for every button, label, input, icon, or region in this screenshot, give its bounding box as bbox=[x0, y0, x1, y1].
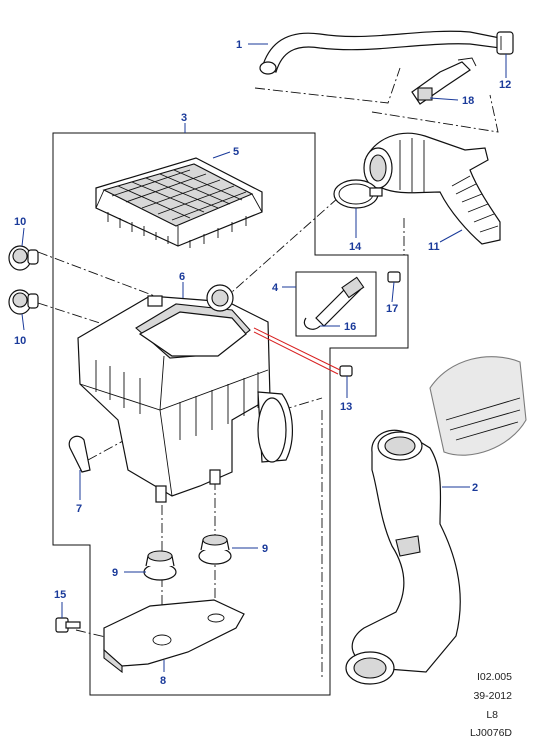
intake-sensor-part bbox=[315, 276, 365, 327]
callout-10-lower: 10 bbox=[14, 335, 26, 347]
rubber-mount-left bbox=[143, 550, 177, 581]
mount-grommet-upper bbox=[8, 245, 39, 271]
callout-17: 17 bbox=[386, 303, 398, 315]
callout-13: 13 bbox=[340, 401, 352, 413]
callout-10-upper: 10 bbox=[14, 216, 26, 228]
maf-sensor-part bbox=[411, 57, 477, 105]
callout-18: 18 bbox=[462, 95, 474, 107]
highlight-lines bbox=[253, 327, 341, 375]
mount-grommet-lower bbox=[8, 289, 39, 315]
leader-lines bbox=[21, 43, 507, 672]
hose-clip-part bbox=[496, 31, 514, 55]
reference-code-2: 39-2012 bbox=[473, 690, 512, 702]
callout-labels: 1 2 3 4 5 6 7 8 9 9 10 10 11 12 13 14 15… bbox=[14, 39, 511, 687]
sensor-screw-part bbox=[387, 271, 401, 283]
callout-14: 14 bbox=[349, 241, 362, 253]
assembly-frame bbox=[52, 132, 409, 696]
mounting-bracket-part bbox=[103, 599, 245, 674]
air-cleaner-housing-part bbox=[77, 284, 293, 503]
callout-2: 2 bbox=[472, 482, 478, 494]
callout-9-right: 9 bbox=[262, 543, 268, 555]
intake-duct-part bbox=[363, 132, 501, 245]
callout-3: 3 bbox=[181, 112, 187, 124]
callout-16: 16 bbox=[344, 321, 356, 333]
hose-clamp-part bbox=[333, 179, 383, 209]
callout-15: 15 bbox=[54, 589, 66, 601]
callout-6: 6 bbox=[179, 271, 185, 283]
callout-9-left: 9 bbox=[112, 567, 118, 579]
reference-code-1: I02.005 bbox=[476, 671, 512, 683]
sensor-seal-ring-part bbox=[303, 317, 321, 330]
resonator-part bbox=[429, 356, 527, 456]
hose-retaining-clip-part bbox=[68, 435, 91, 473]
callout-1: 1 bbox=[236, 39, 242, 51]
sensor-subframe bbox=[295, 271, 377, 337]
outlet-duct-part bbox=[345, 429, 461, 685]
callout-11: 11 bbox=[428, 241, 440, 253]
air-filter-element-part bbox=[95, 157, 263, 248]
drain-plug-part bbox=[339, 365, 353, 377]
reference-code-3: L8 bbox=[486, 709, 498, 721]
callout-5: 5 bbox=[233, 146, 239, 158]
callout-7: 7 bbox=[76, 503, 82, 515]
callout-8: 8 bbox=[160, 675, 166, 687]
callout-12: 12 bbox=[499, 79, 511, 91]
callout-4: 4 bbox=[272, 282, 279, 294]
reference-code-4: LJ0076D bbox=[469, 727, 512, 739]
rubber-mount-right bbox=[198, 534, 232, 565]
